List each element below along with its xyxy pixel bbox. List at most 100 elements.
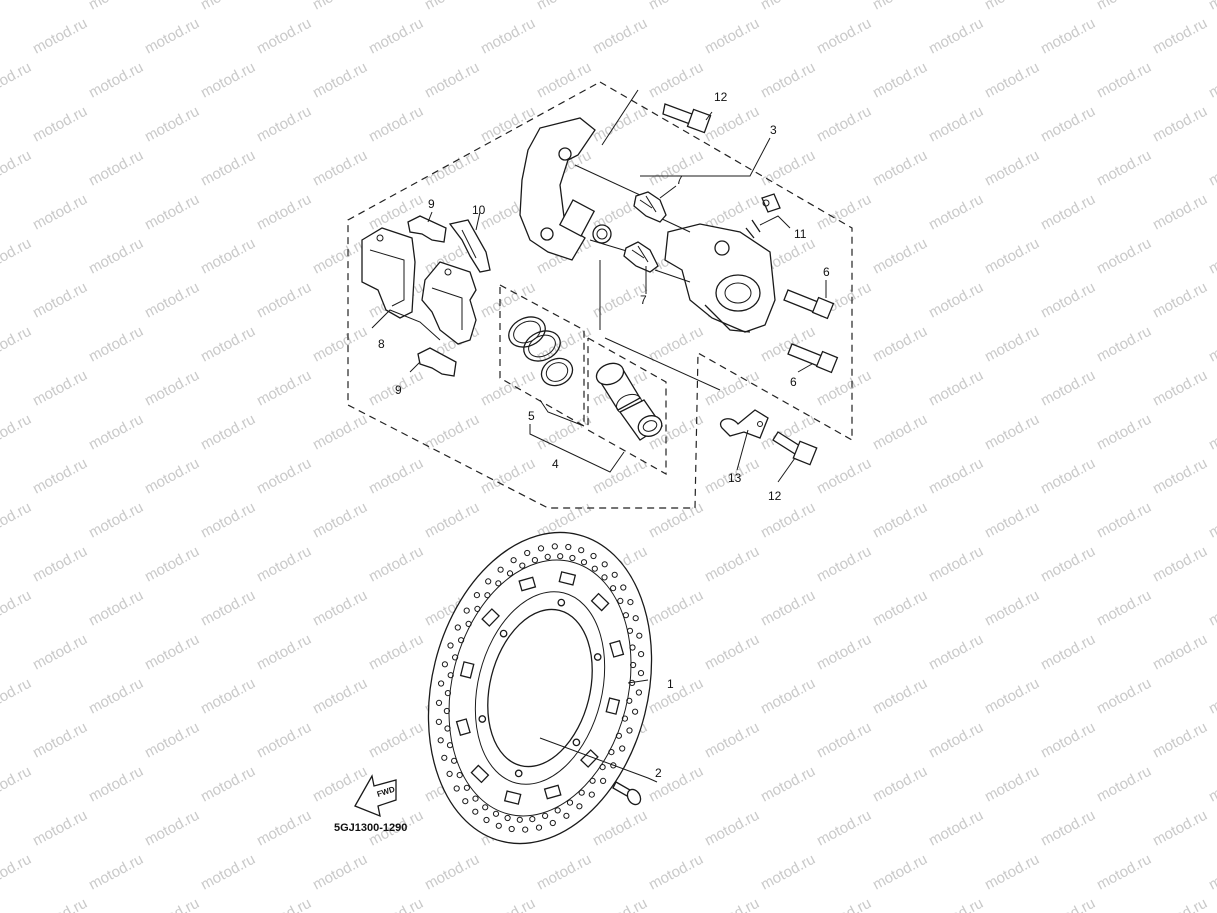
watermark-text: motod.ru (198, 59, 258, 102)
watermark-text: motod.ru (142, 279, 202, 322)
watermark-text: motod.ru (1150, 15, 1210, 58)
watermark-text: motod.ru (30, 895, 90, 913)
watermark-text: motod.ru (870, 411, 930, 454)
watermark-text: motod.ru (982, 59, 1042, 102)
watermark-text: motod.ru (310, 499, 370, 542)
watermark-text: motod.ru (142, 895, 202, 913)
watermark-text: motod.ru (982, 411, 1042, 454)
watermark-text: motod.ru (198, 0, 258, 14)
watermark-text: motod.ru (982, 499, 1042, 542)
watermark-text: motod.ru (254, 279, 314, 322)
watermark-text: motod.ru (366, 895, 426, 913)
watermark-text: motod.ru (814, 103, 874, 146)
watermark-text: motod.ru (198, 323, 258, 366)
caliper-bolt-lower (787, 343, 839, 374)
watermark-text: motod.ru (198, 499, 258, 542)
vent-hole (626, 627, 634, 634)
watermark-text: motod.ru (0, 851, 34, 894)
caliper-bolt-upper (783, 289, 835, 320)
watermark-text: motod.ru (198, 851, 258, 894)
watermark-text: motod.ru (1038, 103, 1098, 146)
vent-hole (600, 777, 607, 785)
watermark-text: motod.ru (1038, 367, 1098, 410)
watermark-text: motod.ru (86, 499, 146, 542)
vent-hole (578, 789, 585, 796)
watermark-text: motod.ru (1094, 235, 1154, 278)
assembly-guide-lines (574, 164, 721, 391)
watermark-text: motod.ru (198, 235, 258, 278)
brake-disc (427, 531, 653, 845)
vent-hole (563, 812, 570, 819)
watermark-text: motod.ru (366, 719, 426, 762)
hub-bolt-hole (572, 738, 581, 747)
watermark-text: motod.ru (366, 103, 426, 146)
vent-hole (610, 585, 617, 592)
vent-hole (635, 689, 643, 696)
watermark-text: motod.ru (310, 235, 370, 278)
watermark-text: motod.ru (478, 279, 538, 322)
watermark-text: motod.ru (870, 763, 930, 806)
pad-spring (448, 219, 491, 273)
vent-hole (529, 816, 536, 823)
watermark-text: motod.ru (926, 103, 986, 146)
disc-slot (481, 608, 500, 627)
callout-11: 11 (794, 227, 807, 241)
watermark-text: motod.ru (310, 411, 370, 454)
disc-slot (470, 764, 490, 784)
callout-6-lower: 6 (790, 375, 797, 389)
watermark-text: motod.ru (870, 675, 930, 718)
assembly-boundary (347, 81, 853, 509)
vent-hole (549, 819, 556, 827)
watermark-text: motod.ru (0, 59, 34, 102)
watermark-text: motod.ru (1094, 499, 1154, 542)
watermark-text: motod.ru (1150, 279, 1210, 322)
watermark-text: motod.ru (478, 15, 538, 58)
vent-hole (626, 727, 633, 734)
vent-hole (557, 553, 564, 560)
watermark-text: motod.ru (590, 895, 650, 913)
vent-hole (638, 651, 645, 658)
watermark-text: motod.ru (254, 15, 314, 58)
watermark-text: motod.ru (870, 323, 930, 366)
watermark-text: motod.ru (702, 367, 762, 410)
watermark-text: motod.ru (86, 851, 146, 894)
vent-hole (615, 732, 623, 739)
callout-1: 1 (667, 677, 674, 691)
watermark-text: motod.ru (142, 15, 202, 58)
watermark-text: motod.ru (1150, 631, 1210, 674)
watermark-text: motod.ru (1206, 499, 1217, 542)
watermark-text: motod.ru (814, 455, 874, 498)
vent-hole (482, 804, 489, 811)
vent-hole (626, 697, 633, 704)
watermark-text: motod.ru (926, 191, 986, 234)
disc-slot (459, 661, 475, 679)
watermark-text: motod.ru (1150, 191, 1210, 234)
vent-hole (589, 777, 596, 784)
watermark-text: motod.ru (86, 0, 146, 14)
callout-9-lower: 9 (395, 383, 402, 397)
watermark-text: motod.ru (814, 191, 874, 234)
callout-3: 3 (770, 123, 777, 137)
watermark-text: motod.ru (142, 719, 202, 762)
watermark-text: motod.ru (758, 0, 818, 14)
disc-vent-holes (435, 543, 645, 833)
diagram-code: 5GJ1300-1290 (334, 822, 407, 834)
watermark-text: motod.ru (758, 675, 818, 718)
watermark-text: motod.ru (478, 455, 538, 498)
vent-hole (531, 557, 539, 564)
watermark-text: motod.ru (86, 675, 146, 718)
watermark-text: motod.ru (0, 411, 34, 454)
vent-hole (462, 798, 469, 805)
vent-hole (516, 816, 523, 823)
watermark-text: motod.ru (814, 895, 874, 913)
watermark-text: motod.ru (926, 279, 986, 322)
watermark-text: motod.ru (142, 103, 202, 146)
watermark-text: motod.ru (982, 675, 1042, 718)
watermark-text: motod.ru (86, 763, 146, 806)
watermark-text: motod.ru (310, 323, 370, 366)
watermark-text: motod.ru (30, 455, 90, 498)
watermark-text: motod.ru (254, 455, 314, 498)
vent-hole (569, 554, 576, 562)
vent-hole (632, 708, 639, 715)
watermark-text: motod.ru (86, 235, 146, 278)
